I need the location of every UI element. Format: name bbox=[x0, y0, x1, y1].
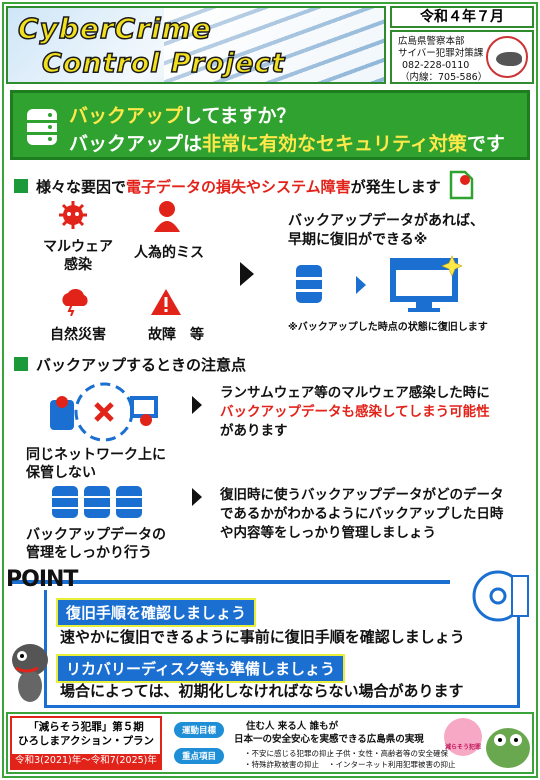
arrow-icon bbox=[192, 396, 202, 414]
dept-line: 広島県警察本部 bbox=[398, 36, 465, 47]
databases-icon bbox=[52, 486, 142, 518]
goal-line1: 住む人 来る人 誰もが bbox=[246, 721, 339, 732]
disc-icon bbox=[472, 570, 529, 622]
title-line2: バックアップは非常に有効なセキュリティ対策です bbox=[69, 133, 505, 155]
point-label: POINT bbox=[6, 567, 78, 592]
section2-heading: バックアップするときの注意点 bbox=[14, 354, 246, 375]
cause-malware: マルウェア 感染 bbox=[43, 239, 113, 273]
header: CyberCrime Control Project 令和４年７月 広島県警察本… bbox=[6, 6, 534, 84]
title-banner: バックアップしてますか？ バックアップは非常に有効なセキュリティ対策です bbox=[10, 90, 530, 160]
cause-disaster: 自然災害 bbox=[50, 327, 106, 343]
title-line1: バックアップしてますか？ bbox=[69, 105, 296, 127]
project-banner: CyberCrime Control Project bbox=[6, 6, 386, 84]
cause-human-error: 人為的ミス bbox=[134, 245, 204, 261]
logo-line1: CyberCrime bbox=[17, 11, 212, 46]
action-plan-box: 「減らそう犯罪」第５期 ひろしまアクション・プラン 令和3(2021)年～令和7… bbox=[10, 716, 162, 770]
arrow-icon bbox=[240, 262, 254, 286]
point2-text: 場合によっては、初期化しなければならない場合があります bbox=[60, 682, 464, 700]
point-divider bbox=[10, 580, 450, 584]
point1-title: 復旧手順を確認しましょう bbox=[56, 598, 257, 627]
key-item: ・子供・女性・高齢者等の安全確保 bbox=[328, 749, 448, 758]
extension: （内線：705-586） bbox=[400, 72, 488, 83]
point-box bbox=[44, 590, 520, 708]
recovery-note: ※バックアップした時点の状態に復旧します bbox=[288, 322, 488, 333]
caution1-text: ランサムウェア等のマルウェア感染した時に バックアップデータも感染してしまう可能… bbox=[220, 385, 490, 439]
damaged-file-icon bbox=[449, 170, 474, 200]
recovery-text: バックアップデータがあれば、 早期に復旧ができる※ bbox=[288, 213, 484, 248]
database-icon bbox=[27, 109, 57, 145]
backup-database-icon bbox=[296, 265, 322, 303]
logo-line2: Control Project bbox=[41, 47, 286, 80]
department-info: 広島県警察本部 サイバー犯罪対策課 082-228-0110 （内線：705-5… bbox=[390, 30, 534, 84]
key-item: ・不安に感じる犯罪の抑止 bbox=[244, 749, 334, 758]
key-items-label: 重点項目 bbox=[174, 748, 225, 764]
caution2-text: 復旧時に使うバックアップデータがどのデータ であるかがわかるようにバックアップし… bbox=[220, 487, 504, 541]
arrow-icon bbox=[192, 488, 202, 506]
caution-manage-backup: バックアップデータの 管理をしっかり行う bbox=[26, 527, 166, 561]
restored-pc-icon bbox=[390, 255, 463, 312]
key-item: ・特殊詐欺被害の抑止 bbox=[244, 760, 319, 769]
caution-same-network: 同じネットワーク上に 保管しない bbox=[26, 447, 166, 481]
carp-mascot-icon bbox=[12, 644, 48, 702]
warning-icon bbox=[151, 289, 181, 315]
section1-heading: 様々な要因で電子データの損失やシステム障害が発生します bbox=[14, 176, 441, 197]
person-icon bbox=[154, 201, 180, 232]
plan-period: 令和3(2021)年～令和7(2025)年 bbox=[12, 754, 160, 768]
dept-line: サイバー犯罪対策課 bbox=[398, 48, 484, 59]
cause-failure: 故障 等 bbox=[148, 327, 204, 343]
keyboard-image bbox=[164, 8, 384, 82]
mascot-group-icon bbox=[486, 728, 530, 768]
point2-title: リカバリーディスク等も準備しましょう bbox=[56, 654, 345, 683]
issue-date: 令和４年７月 bbox=[390, 6, 534, 28]
disaster-cloud-icon bbox=[62, 288, 88, 316]
point1-text: 速やかに復旧できるように事前に復旧手順を確認しましょう bbox=[60, 628, 465, 646]
campaign-badge: 減らそう犯罪 bbox=[444, 718, 482, 756]
goal-label: 運動目標 bbox=[174, 722, 225, 738]
mascot-icon bbox=[486, 36, 528, 78]
phone-number: 082-228-0110 bbox=[402, 60, 470, 71]
goal-line2: 日本一の安全安心を実感できる広島県の実現 bbox=[234, 734, 424, 745]
footer: 「減らそう犯罪」第５期 ひろしまアクション・プラン 令和3(2021)年～令和7… bbox=[6, 712, 534, 774]
arrow-icon bbox=[356, 276, 366, 294]
network-malware-icon bbox=[50, 382, 158, 442]
key-item: ・インターネット利用犯罪被害の抑止 bbox=[328, 760, 456, 769]
malware-icon bbox=[59, 201, 87, 229]
